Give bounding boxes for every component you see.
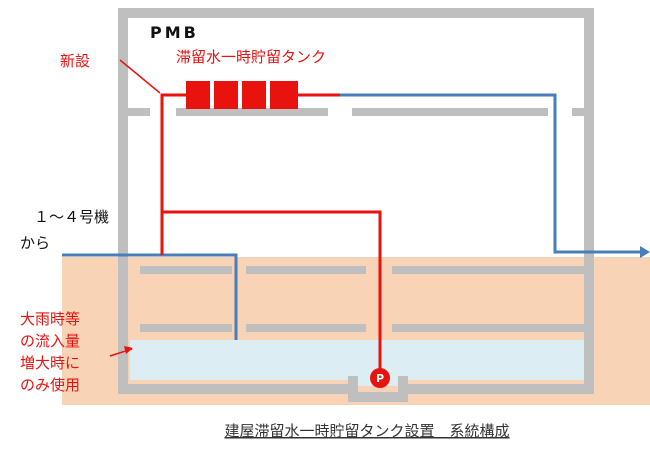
rain-note-line: のみ使用 [20,376,80,394]
new-piping [160,93,382,370]
new-label-leader [119,59,161,94]
pump-icon [370,368,390,388]
rain-note-line: の流入量 [20,332,80,350]
new-label: 新設 [60,52,90,70]
source-label-line1: １～４号機 [34,208,109,226]
tank-label: 滞留水一時貯留タンク [176,48,326,66]
storage-tank [242,81,266,109]
storage-tank [214,81,238,109]
diagram-caption: 建屋滞留水一時貯留タンク設置 系統構成 [224,422,509,440]
floor-slabs [128,108,584,332]
storage-tank [270,81,298,109]
stagnant-water [130,340,584,380]
existing-piping [62,93,642,340]
rain-note-line: 大雨時等 [20,310,80,328]
storage-tanks [186,81,298,109]
rain-note-arrow-icon [124,346,133,354]
storage-tank [186,81,210,109]
building-walls [118,8,594,402]
rain-note-line: 増大時に [20,354,80,372]
source-label-line2: から [20,234,50,252]
building-label: PMB [150,23,199,42]
pump-label: P [376,372,384,385]
outflow-arrow-icon [640,246,650,258]
